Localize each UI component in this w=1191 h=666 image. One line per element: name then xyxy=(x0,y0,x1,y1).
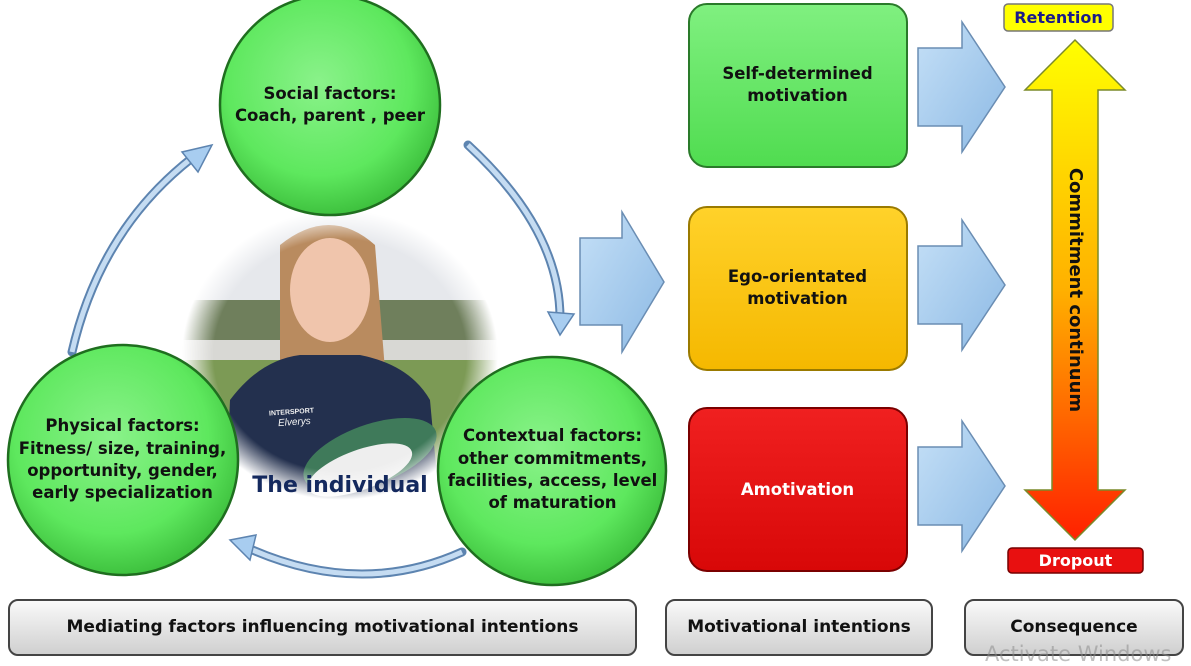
amotivation-box xyxy=(688,407,908,572)
footer-consequence-label: Consequence xyxy=(1010,617,1138,638)
retention-label: Retention xyxy=(1014,7,1103,27)
commitment-continuum-label: Commitment continuum xyxy=(1065,167,1087,413)
footer-bar-mediating xyxy=(8,599,637,656)
footer-mediating-label: Mediating factors influencing motivation… xyxy=(66,617,579,638)
footer-bar-intentions xyxy=(665,599,933,656)
self-determined-label: Self-determined motivation xyxy=(722,63,873,105)
social-factors-text: Social factors:Coach, parent , peer xyxy=(234,83,426,125)
right-arrows xyxy=(917,19,1006,554)
ego-label: Ego-orientated motivation xyxy=(727,266,868,308)
amotivation-label: Amotivation xyxy=(740,479,855,499)
big-right-arrow xyxy=(579,209,665,355)
footer-intentions-label: Motivational intentions xyxy=(687,617,911,638)
social-factors-circle xyxy=(218,0,442,217)
retention-box xyxy=(1003,3,1114,32)
contextual-factors-circle xyxy=(436,355,668,587)
commitment-double-arrow xyxy=(1023,38,1127,542)
physical-factors-circle xyxy=(6,343,240,577)
shirt-sponsor-elverys: Elverys xyxy=(277,415,312,430)
individual-label: The individual xyxy=(252,473,428,499)
contextual-factors-text: Contextual factors:other commitments, fa… xyxy=(447,426,658,513)
dropout-box xyxy=(1007,547,1144,574)
ego-box xyxy=(688,206,908,371)
self-determined-box xyxy=(688,3,908,168)
activate-windows-watermark: Activate Windows xyxy=(985,642,1172,666)
footer-bar-consequence xyxy=(964,599,1184,656)
physical-factors-text: Physical factors:Fitness/ size, training… xyxy=(18,416,227,503)
dropout-label: Dropout xyxy=(1038,550,1113,570)
